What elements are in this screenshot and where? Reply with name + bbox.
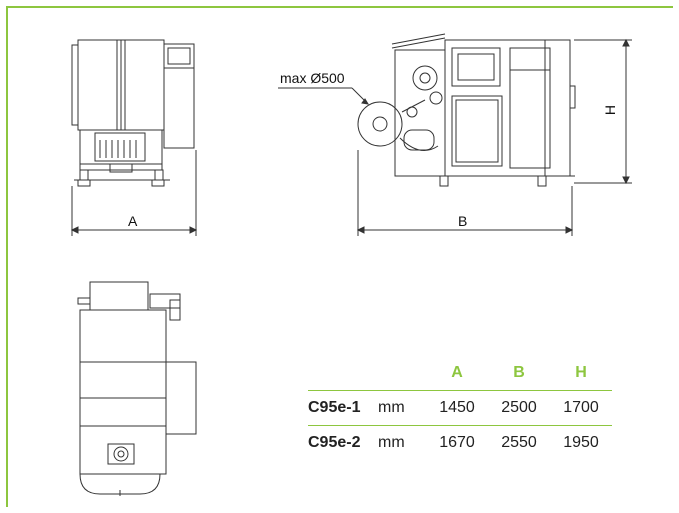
dimension-b-line — [356, 150, 574, 236]
value-a: 1670 — [426, 425, 488, 460]
dimension-h-label: H — [602, 104, 619, 116]
header-model — [308, 356, 378, 391]
value-b: 2550 — [488, 425, 550, 460]
unit: mm — [378, 425, 426, 460]
dimension-a-label: A — [128, 213, 138, 229]
table-header-row: A B H — [308, 356, 612, 391]
max-diameter-leader — [278, 87, 369, 105]
table-row: C95e-2 mm 1670 2550 1950 — [308, 425, 612, 460]
header-b: B — [513, 364, 525, 381]
dimension-h-line — [574, 38, 632, 185]
top-view — [77, 281, 197, 496]
page-frame — [6, 6, 673, 507]
unit: mm — [378, 390, 426, 426]
side-view — [357, 33, 576, 187]
model-name: C95e-2 — [308, 425, 378, 460]
front-view — [71, 39, 195, 187]
header-a: A — [451, 364, 463, 381]
table-row: C95e-1 mm 1450 2500 1700 — [308, 390, 612, 426]
max-diameter-label: max Ø500 — [280, 70, 345, 86]
value-a: 1450 — [426, 390, 488, 426]
value-b: 2500 — [488, 390, 550, 426]
dimensions-table: A B H C95e-1 mm 1450 2500 1700 C95e-2 mm… — [308, 356, 612, 460]
model-name: C95e-1 — [308, 390, 378, 426]
dimension-b-label: B — [458, 213, 468, 229]
value-h: 1950 — [550, 425, 612, 460]
dimension-a-line — [70, 150, 198, 236]
header-h: H — [575, 364, 587, 381]
header-unit — [378, 356, 426, 391]
value-h: 1700 — [550, 390, 612, 426]
